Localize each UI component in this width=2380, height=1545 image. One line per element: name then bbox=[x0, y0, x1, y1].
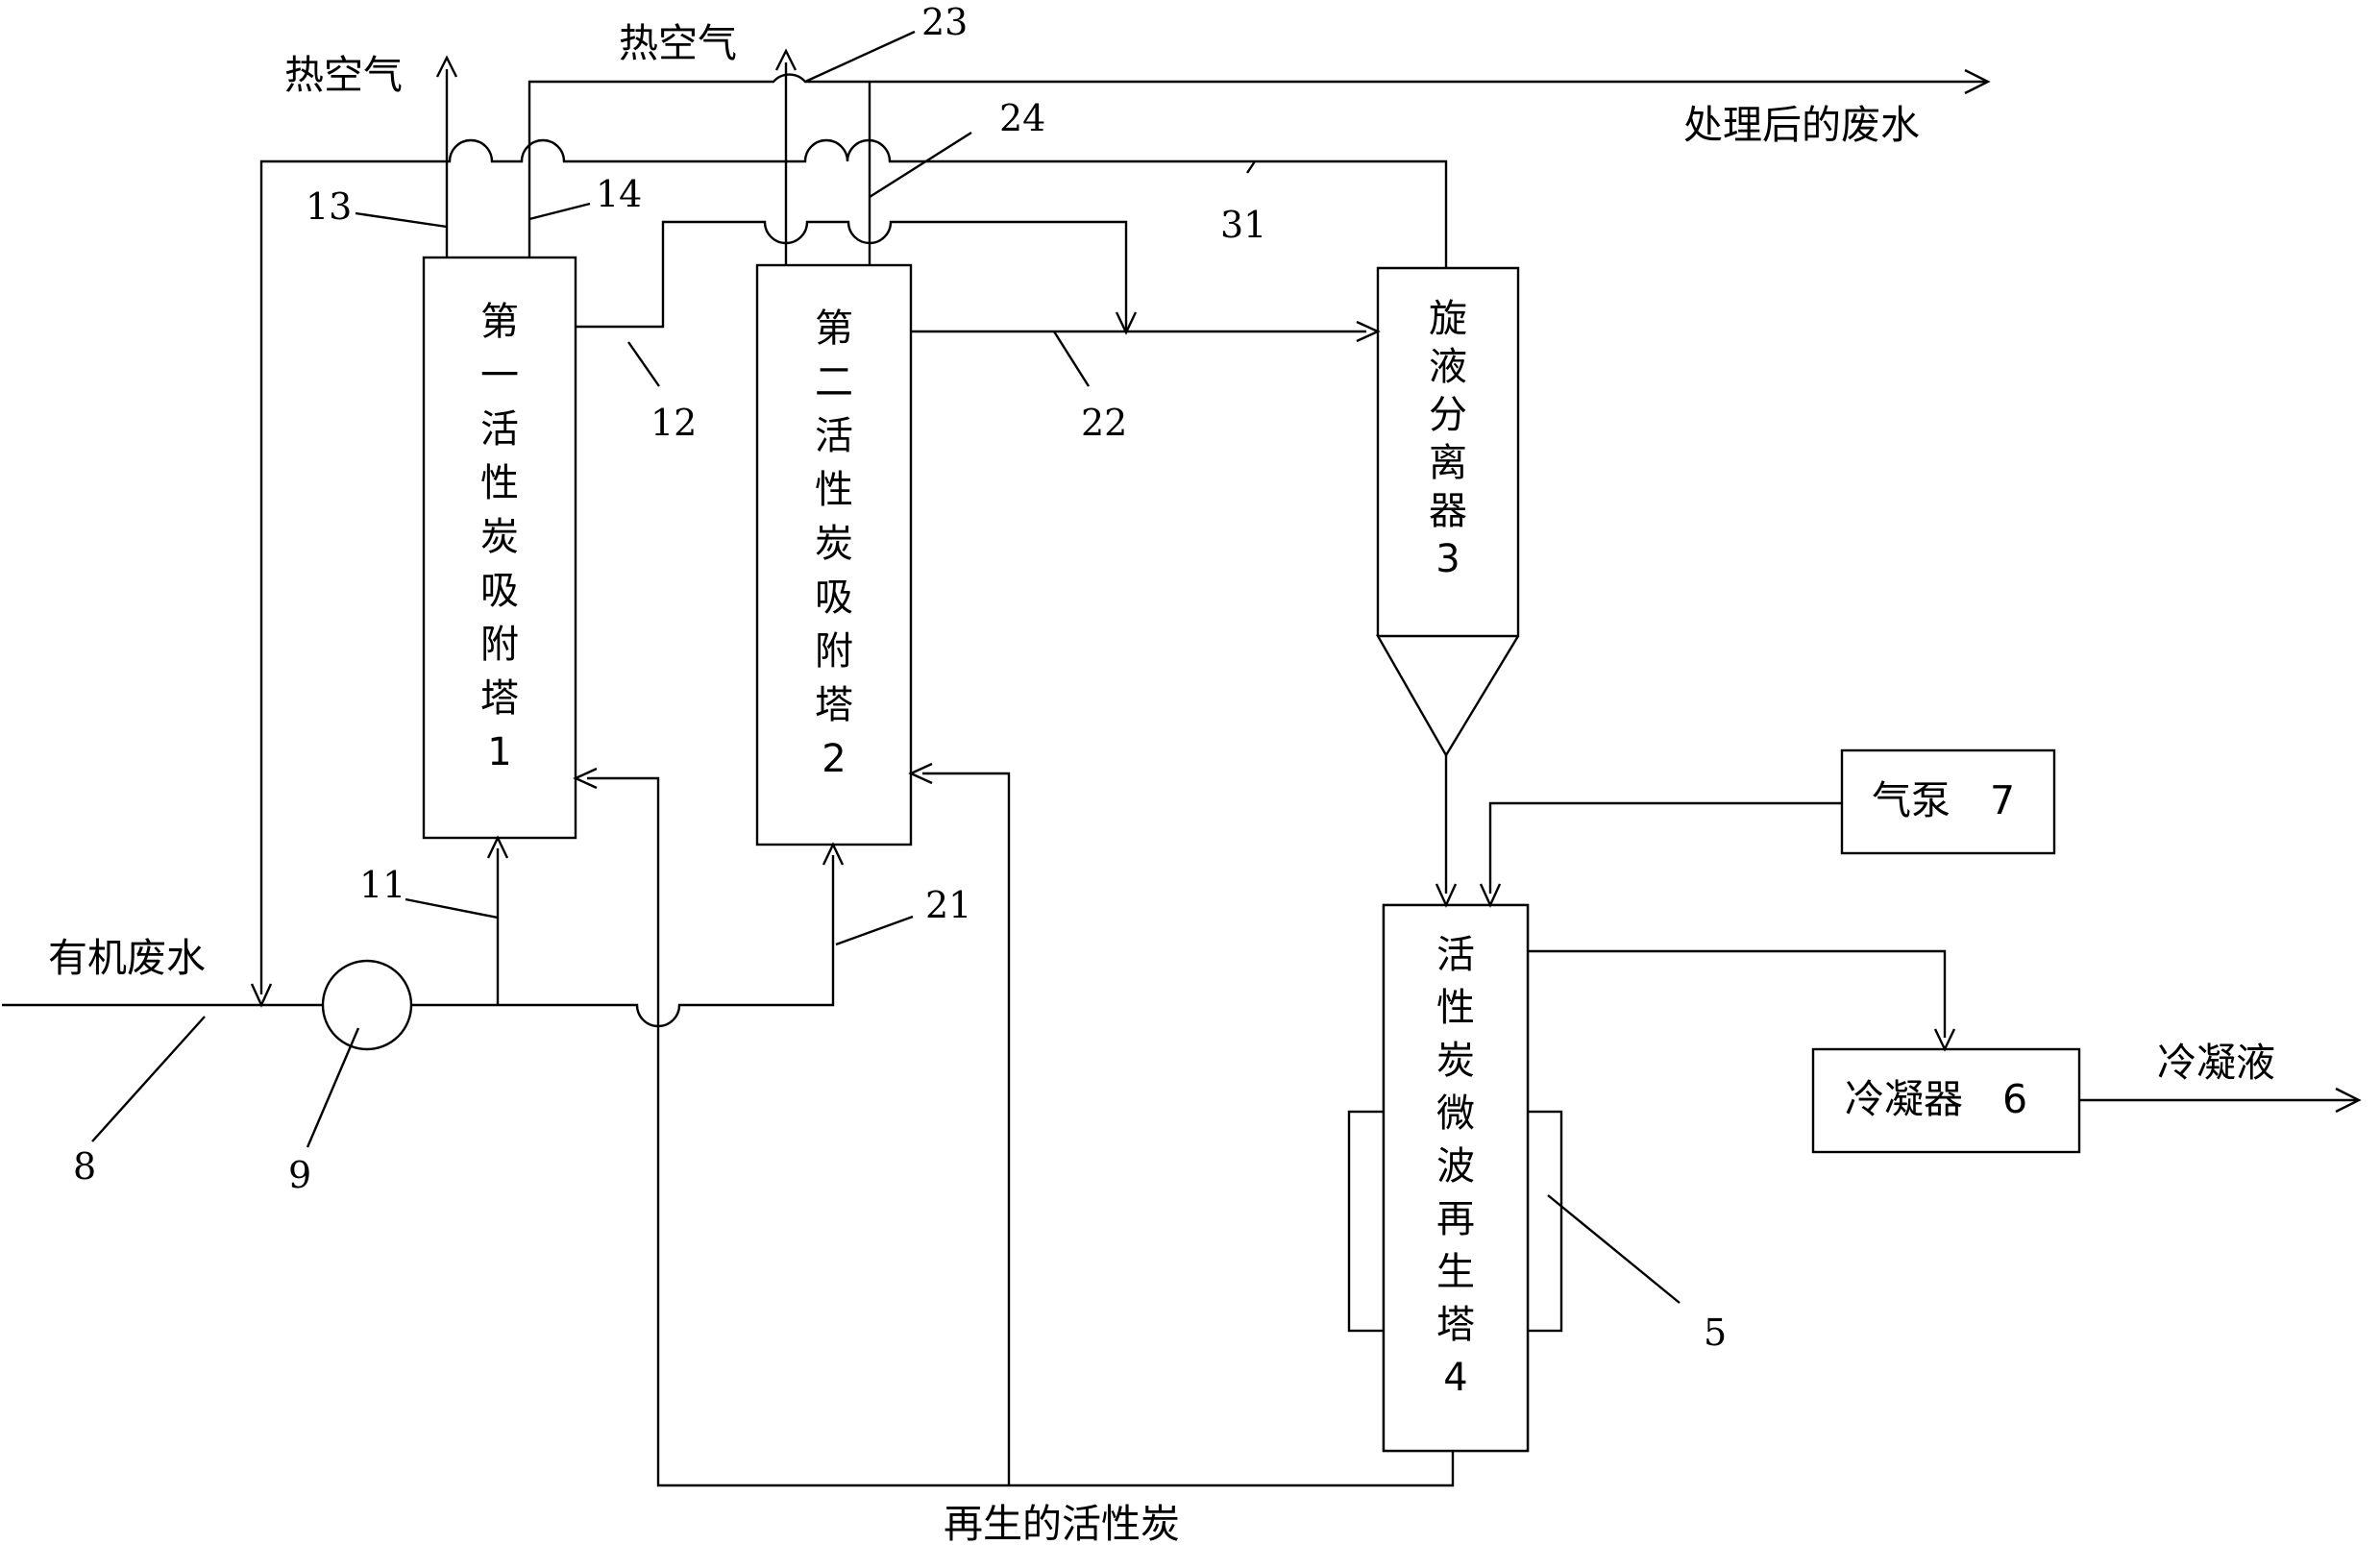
pipe-14-24-treated bbox=[528, 73, 1986, 258]
leader-5 bbox=[1547, 1194, 1681, 1304]
regen_tower-char-8: 4 bbox=[1443, 1356, 1467, 1400]
ref-24: 24 bbox=[999, 97, 1045, 139]
tower2-char-1: 二 bbox=[815, 360, 853, 405]
tower1-char-5: 吸 bbox=[480, 569, 519, 613]
tower1-char-7: 塔 bbox=[480, 676, 519, 721]
arrow-12 bbox=[1115, 311, 1138, 335]
pipe-12 bbox=[576, 220, 1128, 331]
leader-11 bbox=[405, 897, 499, 920]
arrow-carbon-2 bbox=[908, 762, 933, 785]
arrow-21 bbox=[822, 842, 845, 866]
leader-13 bbox=[355, 211, 448, 229]
separator-char-5: 3 bbox=[1435, 537, 1460, 581]
first-adsorption-tower bbox=[422, 256, 577, 840]
label-condensate: 冷凝液 bbox=[2157, 1040, 2275, 1086]
tower2-char-2: 活 bbox=[815, 414, 853, 458]
condenser-label: 冷凝器 6 bbox=[1845, 1076, 2027, 1122]
ref-21: 21 bbox=[925, 884, 971, 926]
regenerated-carbon-pipe bbox=[587, 776, 1455, 1487]
tower1-char-6: 附 bbox=[480, 623, 519, 667]
vapor-pipe bbox=[1528, 949, 1947, 1038]
arrow-hot-air-1 bbox=[435, 55, 458, 78]
regenerated-carbon-pipe-2 bbox=[922, 772, 1011, 1485]
separator-char-4: 器 bbox=[1429, 489, 1467, 533]
tower2-char-7: 塔 bbox=[815, 683, 853, 727]
leader-21 bbox=[835, 915, 914, 946]
ref-12: 12 bbox=[650, 402, 697, 444]
regen_tower-char-0: 活 bbox=[1436, 933, 1475, 977]
label-regenerated-carbon: 再生的活性炭 bbox=[944, 1501, 1180, 1545]
arrow-air-pump bbox=[1479, 883, 1502, 908]
air-pump-box bbox=[1840, 748, 2056, 855]
arrow-carbon-1 bbox=[573, 767, 598, 790]
leader-23 bbox=[804, 30, 916, 84]
ref-13: 13 bbox=[306, 185, 352, 228]
leader-24 bbox=[869, 131, 972, 199]
tower1-char-0: 第 bbox=[480, 300, 519, 344]
separator-char-3: 离 bbox=[1429, 441, 1467, 485]
regen_tower-char-7: 塔 bbox=[1436, 1303, 1475, 1347]
leader-9 bbox=[306, 1027, 360, 1148]
tower1-char-8: 1 bbox=[487, 730, 511, 774]
tower2-char-3: 性 bbox=[815, 468, 853, 512]
tower2-char-6: 附 bbox=[815, 629, 853, 674]
pump-9 bbox=[321, 959, 413, 1051]
leader-31 bbox=[1246, 160, 1256, 174]
arrow-hot-air-2 bbox=[774, 48, 797, 71]
tower1-char-4: 炭 bbox=[480, 515, 519, 559]
arrow-condenser bbox=[1933, 1028, 1956, 1052]
tower2-char-4: 炭 bbox=[815, 522, 853, 566]
tower1-char-1: 一 bbox=[480, 354, 519, 398]
arrow-11 bbox=[486, 835, 509, 859]
tower2-char-8: 2 bbox=[822, 737, 846, 781]
arrow-regen-in bbox=[1435, 883, 1458, 908]
ref-11: 11 bbox=[359, 864, 405, 906]
label-hot-air-2: 热空气 bbox=[619, 20, 737, 66]
regen_tower-char-5: 再 bbox=[1436, 1197, 1475, 1241]
separator-char-2: 分 bbox=[1429, 393, 1467, 437]
ref-9: 9 bbox=[288, 1154, 311, 1196]
ref-31: 31 bbox=[1220, 204, 1266, 246]
regen_tower-char-6: 生 bbox=[1436, 1250, 1475, 1294]
tower1-char-2: 活 bbox=[480, 407, 519, 452]
tower1-char-3: 性 bbox=[480, 461, 519, 505]
label-organic-wastewater: 有机废水 bbox=[48, 935, 206, 981]
regeneration-tower-body bbox=[1382, 903, 1530, 1453]
pump-outlet-pipe bbox=[411, 855, 835, 1028]
pipe-31 bbox=[259, 138, 1448, 994]
arrow-22 bbox=[1356, 320, 1381, 343]
ref-5: 5 bbox=[1704, 1312, 1727, 1354]
air-pump-label: 气泵 7 bbox=[1872, 777, 2015, 823]
label-hot-air-1: 热空气 bbox=[284, 52, 403, 98]
leader-8 bbox=[91, 1016, 206, 1142]
regen_tower-char-2: 炭 bbox=[1436, 1039, 1475, 1083]
tower2-char-5: 吸 bbox=[815, 576, 853, 620]
regen_tower-char-3: 微 bbox=[1436, 1091, 1475, 1136]
label-treated-wastewater: 处理后的废水 bbox=[1683, 102, 1920, 148]
ref-14: 14 bbox=[596, 173, 642, 215]
arrow-condensate bbox=[2335, 1087, 2362, 1114]
separator-char-0: 旋 bbox=[1429, 297, 1467, 341]
regen_tower-char-1: 性 bbox=[1436, 986, 1475, 1030]
ref-22: 22 bbox=[1081, 402, 1127, 444]
leader-12 bbox=[627, 341, 660, 387]
ref-8: 8 bbox=[73, 1145, 96, 1188]
tower2-char-0: 第 bbox=[815, 307, 853, 351]
air-pump-pipe bbox=[1488, 801, 1842, 894]
arrow-feed-31 bbox=[250, 983, 273, 1008]
separator-char-1: 液 bbox=[1429, 345, 1467, 389]
leader-14 bbox=[528, 202, 591, 221]
regen_tower-char-4: 波 bbox=[1436, 1144, 1475, 1189]
ref-23: 23 bbox=[921, 1, 968, 43]
leader-22 bbox=[1052, 331, 1091, 387]
arrow-treated-water bbox=[1964, 68, 1991, 95]
